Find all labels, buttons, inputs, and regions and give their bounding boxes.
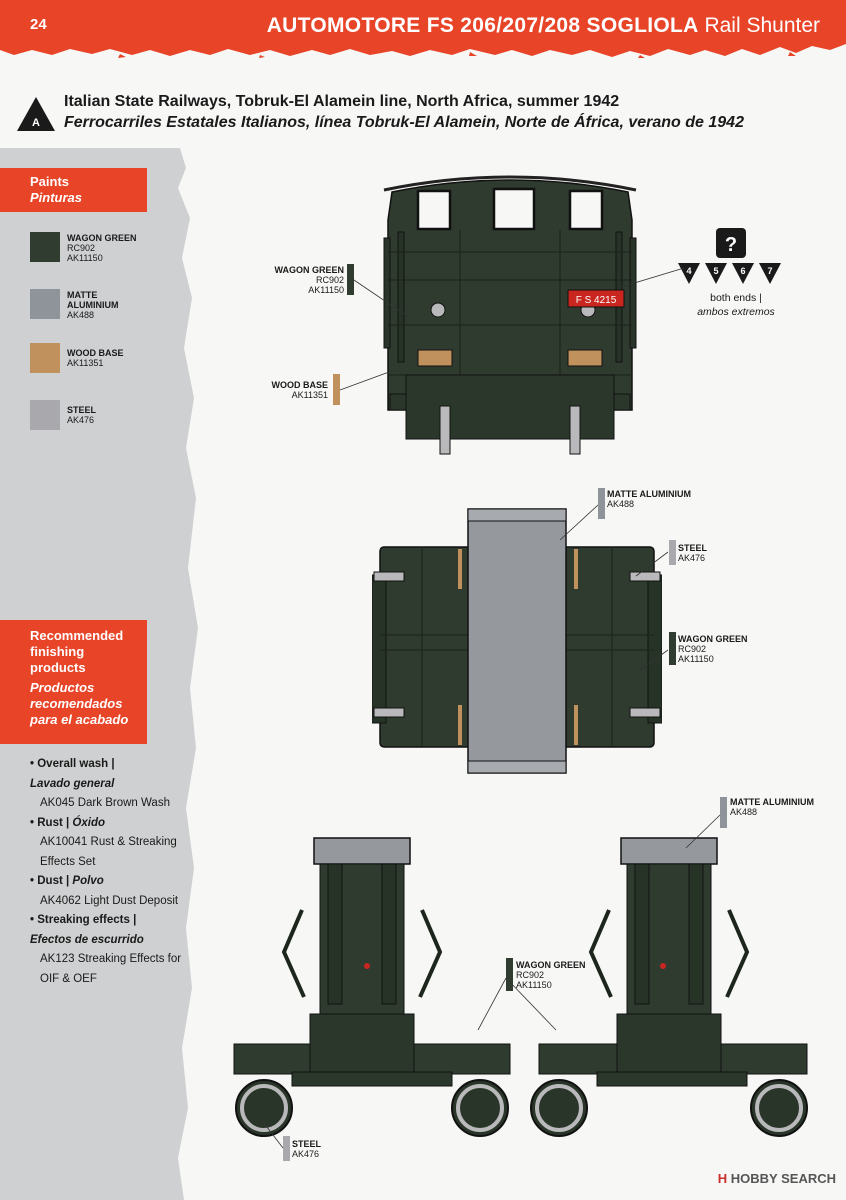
callout-swatch-aluminium bbox=[720, 797, 727, 828]
callout-swatch-green bbox=[669, 632, 676, 665]
callout-top-wagon-green: WAGON GREEN RC902 AK11150 bbox=[678, 634, 748, 664]
page-number: 24 bbox=[30, 16, 47, 33]
callout-swatch-green bbox=[506, 958, 513, 991]
product-detail: AK4062 Light Dust Deposit bbox=[40, 894, 179, 907]
watermark: H HOBBY SEARCH bbox=[718, 1171, 836, 1186]
callout-side-matte-aluminium: MATTE ALUMINIUM AK488 bbox=[730, 797, 814, 817]
product-item: • Dust | Polvo bbox=[30, 875, 104, 887]
callout-swatch-green bbox=[347, 264, 354, 295]
callout-side-wagon-green: WAGON GREEN RC902 AK11150 bbox=[516, 960, 586, 990]
top-view-drawing bbox=[372, 508, 662, 774]
side-view-left-drawing bbox=[233, 837, 511, 1137]
swatch-wagon-green bbox=[30, 232, 60, 262]
header-band bbox=[0, 0, 846, 58]
decal-step: 6 bbox=[740, 266, 745, 276]
callout-swatch-steel bbox=[669, 540, 676, 565]
product-item: • Overall wash |Lavado general bbox=[30, 758, 115, 790]
swatch-steel bbox=[30, 400, 60, 430]
hobby-search-logo-icon: H bbox=[717, 1171, 728, 1186]
decal-step: 4 bbox=[686, 266, 691, 276]
callout-front-wagon-green: WAGON GREEN RC902 AK11150 bbox=[274, 265, 344, 295]
swatch-wood-base bbox=[30, 343, 60, 373]
product-detail: AK10041 Rust & Streaking Effects Set bbox=[40, 836, 177, 868]
decal-note: both ends | ambos extremos bbox=[697, 292, 775, 318]
finishing-heading-en: Recommended finishing products bbox=[30, 628, 124, 675]
variant-badge: A bbox=[17, 97, 55, 131]
callout-front-wood-base: WOOD BASE AK11351 bbox=[271, 380, 328, 400]
decal-marker: ? 4 5 6 7 bbox=[678, 228, 781, 284]
product-item: • Streaking effects |Efectos de escurrid… bbox=[30, 914, 144, 946]
callout-swatch-steel bbox=[283, 1136, 290, 1161]
side-view-right-drawing bbox=[530, 837, 808, 1137]
front-view-drawing: F S 4215 bbox=[383, 175, 637, 455]
decal-step: 7 bbox=[767, 266, 772, 276]
swatch-label-matte-aluminium: MATTE ALUMINIUM AK488 bbox=[67, 290, 119, 320]
callout-side-steel: STEEL AK476 bbox=[292, 1139, 322, 1159]
product-detail: AK123 Streaking Effects for OIF & OEF bbox=[40, 953, 182, 985]
variant-title-es: Ferrocarriles Estatales Italianos, línea… bbox=[64, 114, 744, 131]
swatch-label-wagon-green: WAGON GREEN RC902 AK11150 bbox=[67, 233, 137, 263]
variant-badge-letter: A bbox=[32, 117, 40, 129]
callout-swatch-aluminium bbox=[598, 488, 605, 519]
watermark-text: HOBBY SEARCH bbox=[730, 1171, 836, 1186]
decal-question-mark: ? bbox=[725, 234, 737, 256]
variant-title: Italian State Railways, Tobruk-El Alamei… bbox=[64, 93, 620, 110]
callout-swatch-wood bbox=[333, 374, 340, 405]
decal-step: 5 bbox=[713, 266, 718, 276]
finishing-heading: Recommended finishing products Productos… bbox=[0, 620, 147, 744]
swatch-matte-aluminium bbox=[30, 289, 60, 319]
title-main: AUTOMOTORE FS 206/207/208 SOGLIOLA bbox=[266, 14, 699, 37]
swatch-label-steel: STEEL AK476 bbox=[67, 405, 97, 425]
title-sub: Rail Shunter bbox=[704, 14, 820, 37]
number-plate-text: F S 4215 bbox=[576, 295, 617, 306]
paints-heading-es: Pinturas bbox=[30, 190, 83, 205]
product-detail: AK045 Dark Brown Wash bbox=[40, 797, 170, 809]
callout-top-matte-aluminium: MATTE ALUMINIUM AK488 bbox=[607, 489, 691, 509]
page-title: AUTOMOTORE FS 206/207/208 SOGLIOLA Rail … bbox=[267, 14, 820, 38]
finishing-heading-es: Productos recomendados para el acabado bbox=[30, 680, 129, 727]
swatch-label-wood-base: WOOD BASE AK11351 bbox=[67, 348, 124, 368]
paints-heading: Paints Pinturas bbox=[0, 168, 147, 212]
callout-top-steel: STEEL AK476 bbox=[678, 543, 708, 563]
product-item: • Rust | Óxido bbox=[30, 816, 105, 829]
finishing-product-list: • Overall wash |Lavado general AK045 Dar… bbox=[30, 755, 190, 989]
paints-heading-en: Paints bbox=[30, 174, 70, 189]
